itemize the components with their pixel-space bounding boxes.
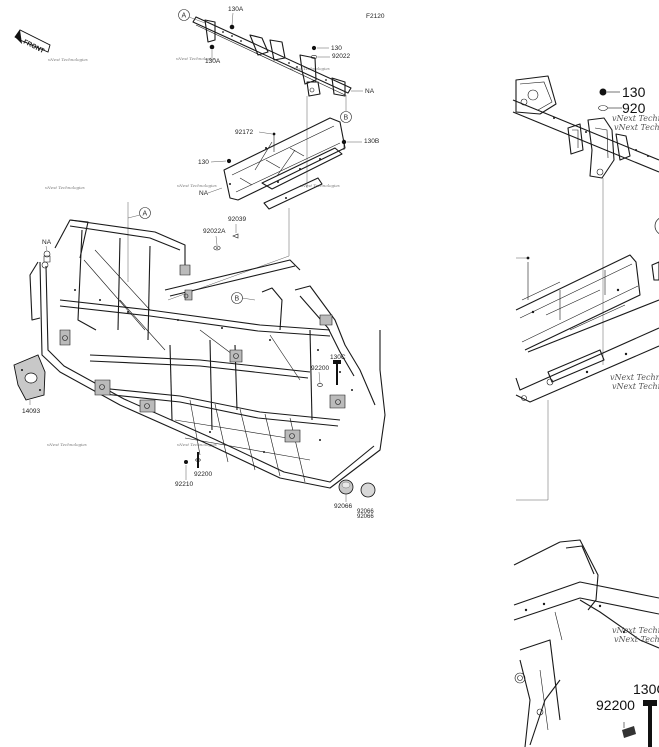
zoom-cargo-frame — [515, 254, 659, 403]
label-92022a: 92022A — [203, 228, 226, 235]
label-na-right: NA — [365, 88, 375, 95]
label-na-left: NA — [42, 239, 52, 246]
zoom-upper-bar — [512, 75, 659, 179]
front-arrow-icon: FRONT — [14, 29, 51, 55]
label-130b: 130B — [364, 138, 379, 145]
cap-92066-b-icon — [360, 482, 376, 498]
watermark: vNext Technologies — [47, 442, 87, 447]
zoom-watermark: vNext Technologies — [612, 626, 659, 635]
main-chassis-frame — [29, 219, 386, 489]
zoom-watermark: vNext Technologies — [612, 114, 659, 123]
label-92210: 92210 — [175, 481, 193, 488]
zoom-bolt-130-icon — [599, 88, 620, 96]
watermark: vNext Technologies — [290, 66, 330, 71]
upper-crossbar — [192, 16, 352, 97]
bolt-130c-icon — [333, 360, 341, 385]
zoom-watermark: vNext Technologies — [612, 382, 659, 391]
watermark: vNext Technologies — [177, 183, 217, 188]
bolt-130-mid-icon — [226, 158, 232, 164]
callout-b-upper: B — [340, 95, 352, 123]
grommet-na-left-icon — [43, 250, 51, 263]
zoom-watermark: vNext Technologies — [610, 373, 659, 382]
zoom-washer-920-icon — [598, 105, 622, 111]
clip-92039-icon — [232, 233, 239, 239]
callout-a-top: A — [178, 9, 206, 24]
label-92066-b: 92066 — [357, 509, 374, 515]
label-130c: 130C — [330, 354, 346, 361]
zoom-label-130: 130 — [622, 84, 646, 100]
svg-text:A: A — [143, 211, 148, 218]
skid-plate-14093-icon — [13, 354, 46, 401]
zoom-label-130c: 130C — [633, 681, 659, 697]
watermark: vNext Technologies — [48, 57, 88, 62]
callout-a-frame: A — [127, 202, 151, 282]
zoom-bolt-130c-icon — [643, 700, 657, 747]
cargo-floor-frame — [223, 117, 346, 210]
bolt-92210-icon — [184, 460, 188, 464]
label-92022-top: 92022 — [332, 53, 350, 60]
label-130-top: 130 — [331, 45, 342, 52]
svg-text:B: B — [344, 115, 349, 122]
washer-92022-top-icon — [310, 55, 318, 59]
zoom-watermark: vNext Technologies — [614, 123, 659, 132]
washer-92200-bottom-icon — [195, 452, 201, 468]
label-130-mid: 130 — [198, 159, 209, 166]
watermark: vNext Technologies — [176, 56, 216, 61]
label-130a-left: 130A — [205, 58, 221, 65]
watermark: vNext Technologies — [45, 185, 85, 190]
watermark: vNext Technologies — [177, 442, 217, 447]
label-92066-b-2: 92066 — [357, 514, 374, 520]
svg-text:B: B — [235, 296, 240, 303]
zoom-washer-92200-icon — [622, 722, 636, 738]
zoom-label-92200: 92200 — [596, 697, 635, 713]
label-130a-top: 130A — [228, 6, 244, 13]
zoom-label-920: 920 — [622, 100, 646, 116]
cap-92066-a-icon — [338, 479, 354, 495]
label-92172: 92172 — [235, 129, 253, 136]
bolt-130-top-icon — [311, 45, 317, 51]
drawing-code: F2120 — [366, 13, 385, 20]
zoom-watermark: vNext Technologies — [614, 635, 659, 644]
label-na-mid: NA — [199, 190, 209, 197]
bolt-130b-icon — [341, 139, 347, 150]
callout-b-frame: B — [231, 292, 256, 304]
washer-92200-right-icon — [317, 383, 323, 387]
bolt-130a-left-icon — [209, 44, 215, 50]
svg-text:A: A — [182, 13, 187, 20]
label-92039: 92039 — [228, 216, 246, 223]
label-92066-a: 92066 — [334, 503, 352, 510]
washer-92022a-icon — [213, 245, 221, 251]
bolt-130a-top-icon — [229, 24, 235, 30]
label-92200-right: 92200 — [311, 365, 329, 372]
label-14093: 14093 — [22, 408, 40, 415]
label-92200-bottom: 92200 — [194, 471, 212, 478]
zoom-chassis-corner — [513, 539, 659, 747]
rivet-92172-icon — [265, 132, 276, 152]
